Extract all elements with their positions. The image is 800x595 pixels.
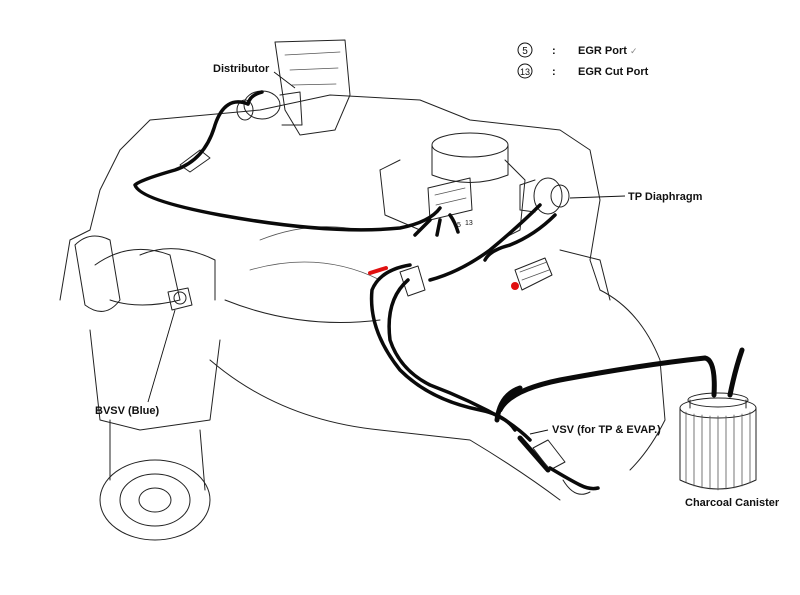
legend: 5 : EGR Port ✓ 13 : EGR Cut Port bbox=[517, 42, 649, 79]
charcoal-canister-graphic bbox=[679, 392, 757, 491]
leader-lines bbox=[147, 71, 626, 435]
legend-item-egr-cut-port: 13 : EGR Cut Port bbox=[517, 63, 649, 79]
check-mark-icon: ✓ bbox=[630, 47, 638, 57]
engine-outline bbox=[59, 39, 666, 541]
bvsv-label: BVSV (Blue) bbox=[95, 405, 160, 417]
legend-item-egr-port: 5 : EGR Port ✓ bbox=[517, 42, 638, 58]
legend-separator: : bbox=[552, 66, 556, 78]
port-5-label: 5 bbox=[457, 222, 461, 229]
port-13-label: 13 bbox=[465, 220, 473, 227]
legend-text-egr-port: EGR Port bbox=[578, 45, 627, 57]
charcoal-canister-label: Charcoal Canister bbox=[685, 497, 780, 509]
legend-number-5: 5 bbox=[522, 46, 528, 57]
legend-separator: : bbox=[552, 45, 556, 57]
highlight-marks bbox=[368, 266, 519, 290]
legend-text-egr-cut-port: EGR Cut Port bbox=[578, 66, 649, 78]
distributor-label: Distributor bbox=[213, 63, 270, 75]
tp-diaphragm-label: TP Diaphragm bbox=[628, 191, 703, 203]
vacuum-hoses bbox=[133, 90, 745, 495]
legend-number-13: 13 bbox=[520, 67, 530, 77]
vsv-label: VSV (for TP & EVAP.) bbox=[552, 424, 661, 436]
